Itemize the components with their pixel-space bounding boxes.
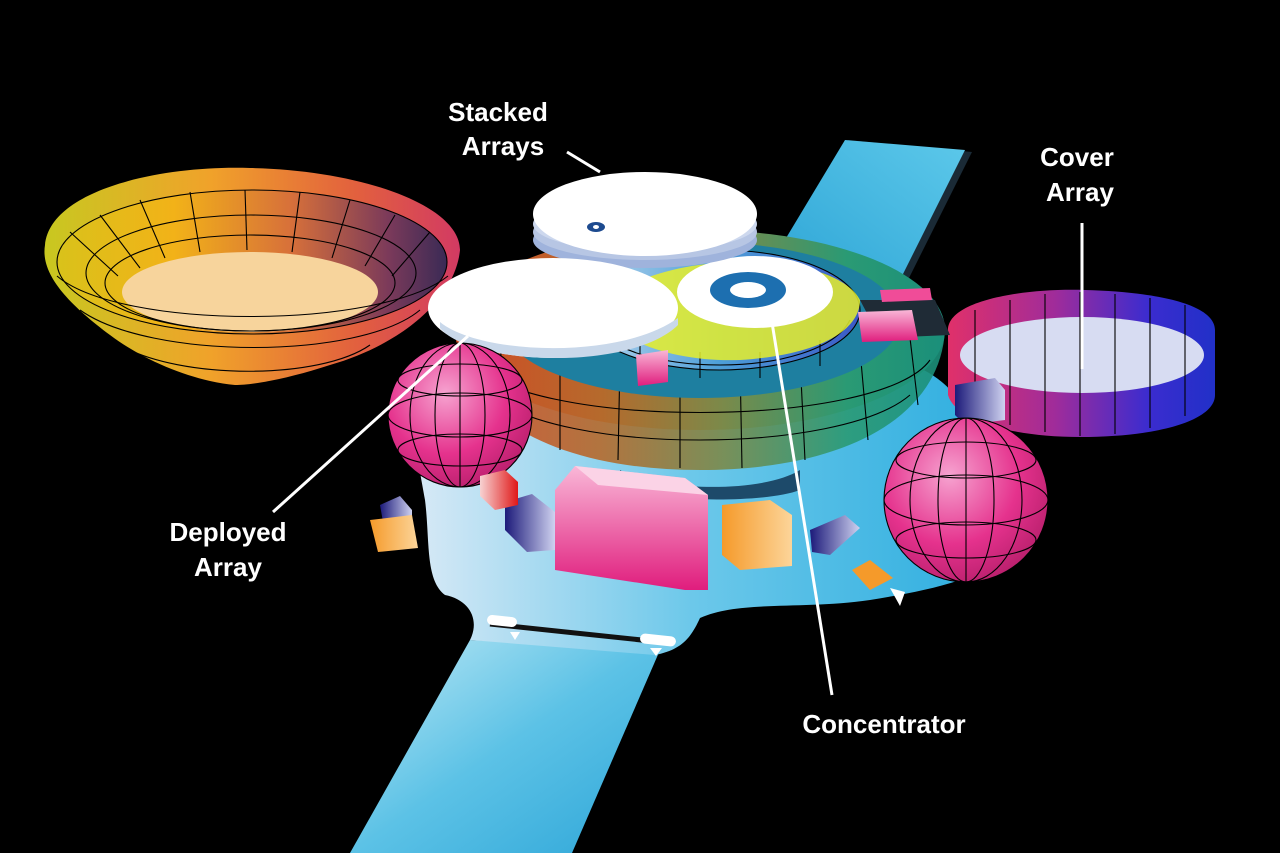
solar-panel-lower <box>350 640 660 853</box>
label-cover-array-line2: Array <box>1046 177 1114 207</box>
concentrator <box>677 256 833 328</box>
label-deployed-array-line1: Deployed <box>169 517 286 547</box>
tank-sphere-right <box>883 417 1049 583</box>
label-deployed-array-line2: Array <box>194 552 262 582</box>
label-cover-array-line1: Cover <box>1040 142 1114 172</box>
deployed-array-dish <box>44 167 460 385</box>
stacked-arrays <box>533 172 757 268</box>
deployed-flat-array <box>428 258 678 359</box>
component-boxes <box>370 350 905 606</box>
leader-lines <box>271 150 1084 696</box>
labels: Stacked Arrays Cover Array Deployed Arra… <box>169 97 1114 739</box>
label-concentrator: Concentrator <box>802 709 965 739</box>
leader-deployed-array <box>271 334 470 514</box>
label-stacked-arrays-line2: Arrays <box>462 131 544 161</box>
leader-concentrator <box>768 309 834 696</box>
label-stacked-arrays-line1: Stacked <box>448 97 548 127</box>
leader-stacked-arrays <box>566 150 601 174</box>
cover-arm <box>858 288 950 342</box>
tank-sphere-left <box>387 342 533 488</box>
